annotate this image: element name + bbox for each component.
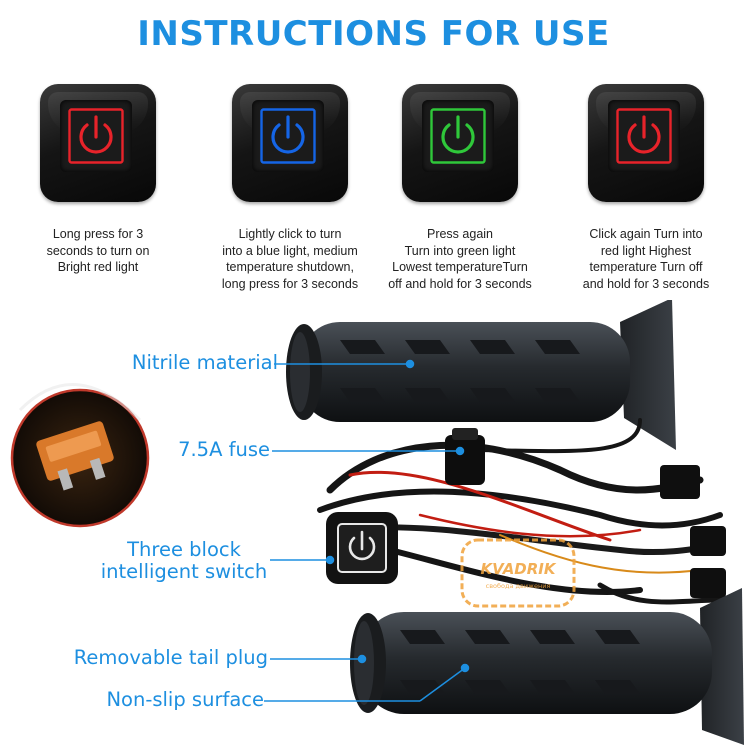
- switch-button-blue: [232, 84, 348, 202]
- callout-switch: Three block intelligent switch: [100, 538, 268, 583]
- svg-text:свобода движения: свобода движения: [486, 582, 551, 590]
- product-illustration: KVADRIK свобода движения: [10, 300, 744, 745]
- step-1: Long press for 3 seconds to turn on Brig…: [8, 84, 188, 276]
- step-2: Lightly click to turn into a blue light,…: [200, 84, 380, 292]
- power-icon: [260, 108, 316, 164]
- step-2-text: Lightly click to turn into a blue light,…: [221, 227, 359, 291]
- cable-switch: [326, 512, 398, 584]
- power-icon: [348, 536, 376, 561]
- fuse-holder: [445, 428, 485, 485]
- step-4: Click again Turn into red light Highest …: [556, 84, 736, 292]
- watermark-logo: KVADRIK свобода движения: [460, 538, 576, 608]
- callout-fuse: 7.5A fuse: [178, 438, 270, 461]
- upper-grip: [286, 300, 676, 450]
- switch-button-red-high: [588, 84, 704, 202]
- power-icon: [616, 108, 672, 164]
- wiring-harness: [317, 418, 723, 605]
- switch-button-red: [40, 84, 156, 202]
- callout-tail-plug: Removable tail plug: [73, 646, 268, 669]
- page-title: INSTRUCTIONS FOR USE: [137, 14, 610, 54]
- lower-grip: [350, 588, 744, 745]
- step-3: Press again Turn into green light Lowest…: [370, 84, 550, 292]
- switch-button-green: [402, 84, 518, 202]
- svg-text:KVADRIK: KVADRIK: [480, 560, 556, 578]
- power-icon: [68, 108, 124, 164]
- callout-nitrile-material: Nitrile material: [131, 351, 278, 374]
- step-4-text: Click again Turn into red light Highest …: [582, 227, 710, 291]
- step-1-text: Long press for 3 seconds to turn on Brig…: [46, 227, 150, 274]
- power-icon: [430, 108, 486, 164]
- step-3-text: Press again Turn into green light Lowest…: [388, 227, 532, 291]
- fuse-detail-magnifier: [10, 383, 150, 528]
- connectors: [660, 465, 726, 598]
- callout-lines: [264, 359, 470, 702]
- callout-non-slip: Non-slip surface: [106, 688, 264, 711]
